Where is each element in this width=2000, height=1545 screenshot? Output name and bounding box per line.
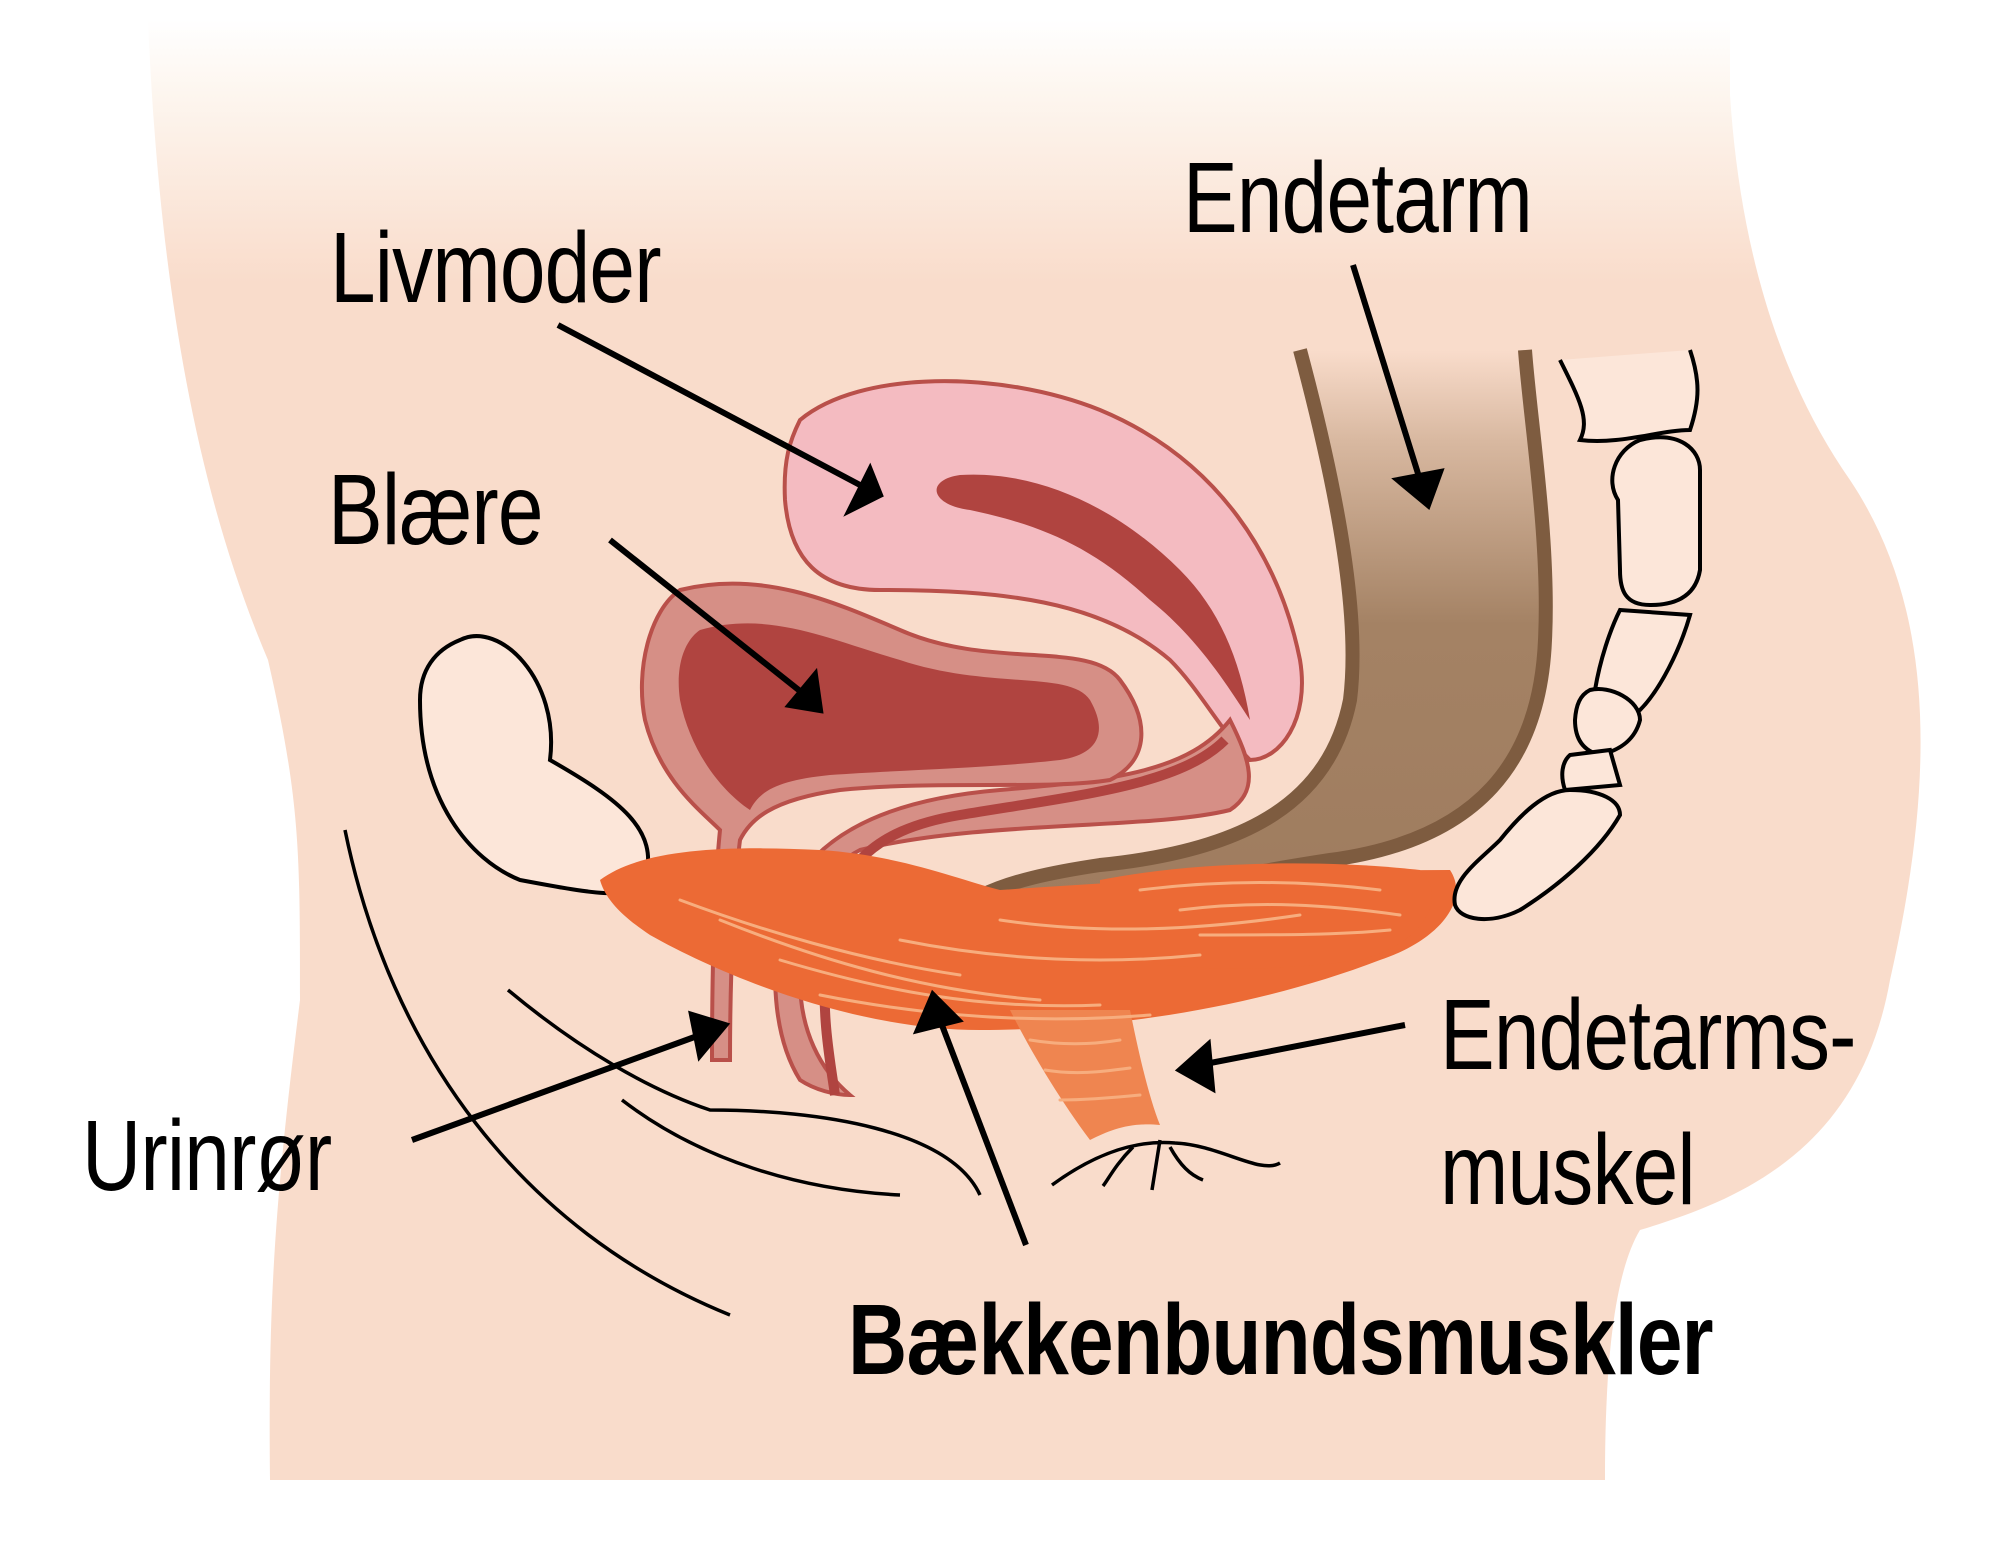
vaginal-canal [773,716,1251,1098]
label-livmoder: Livmoder [330,212,662,324]
muscle-fibers [678,881,1402,1102]
label-endetarm: Endetarm [1183,142,1533,254]
uterus-cavity [936,474,1250,720]
label-endetarmsmuskel-line1: Endetarms- [1440,979,1856,1091]
vaginal-lumen [819,736,1229,1096]
label-baekkenbundsmuskler: Bækkenbundsmuskler [848,1284,1714,1396]
anal-sphincter-base [1100,863,1432,969]
leader-arrows [410,264,1445,1247]
label-blaere: Blære [328,454,543,566]
label-urinror: Urinrør [82,1100,332,1212]
label-endetarmsmuskel-line2: muskel [1440,1114,1696,1226]
rectum-shape [930,350,1546,960]
spine-vertebrae [1452,349,1702,922]
bladder-inner [678,623,1099,810]
contour-lines [343,829,1281,1317]
